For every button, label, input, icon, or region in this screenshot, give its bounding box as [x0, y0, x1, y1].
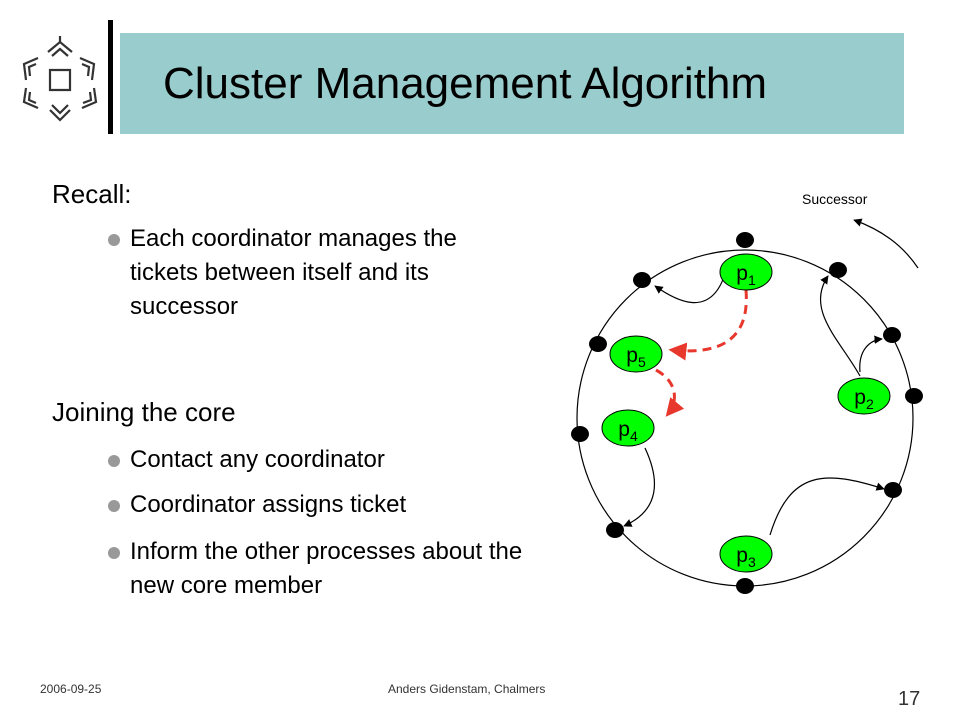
chalmers-logo-icon [22, 36, 98, 122]
svg-text:p2: p2 [854, 386, 874, 412]
bullet-text: Each coordinator manages the tickets bet… [130, 225, 457, 320]
process-subscript: 3 [748, 554, 756, 570]
assign-arrow [819, 275, 861, 377]
bullet-text: Coordinator assigns ticket [130, 491, 407, 518]
ticket-dot [829, 262, 847, 278]
process-subscript: 5 [638, 354, 646, 370]
process-node-p5: p5 [609, 335, 663, 373]
ticket-dot [736, 232, 754, 248]
bullet-text: Contact any coordinator [130, 446, 385, 473]
process-node-p2: p2 [837, 377, 891, 415]
title-divider [108, 20, 113, 134]
successor-arrow [853, 218, 919, 269]
process-subscript: 4 [630, 428, 638, 444]
process-label: p [736, 262, 748, 285]
svg-text:p4: p4 [618, 418, 638, 444]
process-node-p4: p4 [601, 409, 655, 447]
svg-text:p1: p1 [736, 262, 756, 288]
svg-text:p5: p5 [626, 344, 646, 370]
page-number: 17 [898, 688, 921, 710]
process-label: p [854, 386, 866, 409]
ticket-dot [633, 272, 651, 288]
ticket-dot [905, 388, 923, 404]
footer-date: 2006-09-25 [40, 682, 102, 696]
process-label: p [626, 344, 638, 367]
process-subscript: 2 [866, 396, 874, 412]
new-member-arrow [655, 368, 685, 417]
assign-arrow [654, 273, 726, 304]
process-node-p3: p3 [719, 535, 773, 573]
process-node-p1: p1 [719, 253, 773, 291]
bullet-dot-icon [108, 234, 120, 246]
bullet-text: Inform the other processes about the new… [130, 538, 523, 599]
bullet-dot-icon [108, 455, 120, 467]
bullet-dot-icon [108, 500, 120, 512]
assign-arrow [769, 477, 885, 536]
assign-arrow [623, 447, 656, 527]
section-heading-joining: Joining the core [52, 397, 236, 427]
assign-arrow [859, 335, 883, 373]
ticket-dot [589, 336, 607, 352]
ticket-dot [571, 426, 589, 442]
bullet-dot-icon [108, 547, 120, 559]
slide-title: Cluster Management Algorithm [163, 59, 768, 108]
ring-diagram: Successor p1 p5 [571, 191, 923, 594]
process-label: p [618, 418, 630, 441]
process-label: p [736, 544, 748, 567]
process-subscript: 1 [748, 272, 756, 288]
title-bar [120, 33, 904, 134]
new-member-arrow [668, 289, 748, 361]
ticket-dot [736, 578, 754, 594]
successor-label: Successor [802, 191, 868, 207]
section-heading-recall: Recall: [52, 179, 132, 209]
footer-author: Anders Gidenstam, Chalmers [388, 682, 546, 696]
svg-text:p3: p3 [736, 544, 756, 570]
ticket-dot [883, 327, 901, 343]
ticket-dot [606, 522, 624, 538]
ticket-dot [884, 482, 902, 498]
